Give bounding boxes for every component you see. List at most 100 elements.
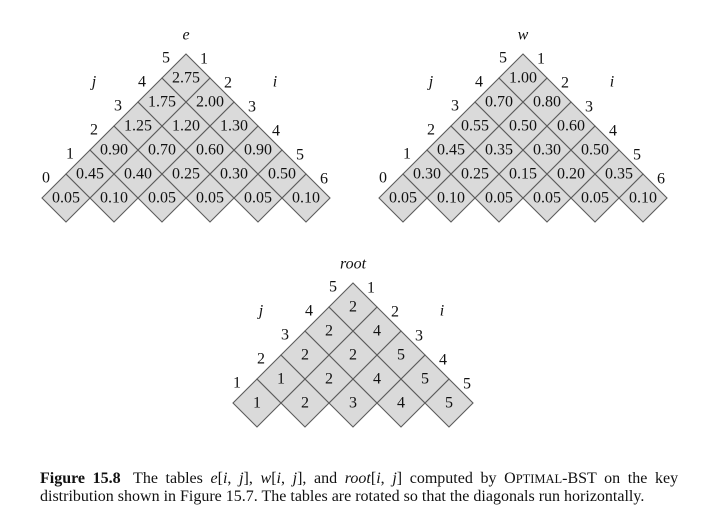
- cell-value: 0.15: [509, 166, 537, 183]
- j-axis-label: j: [427, 74, 434, 91]
- cell-value: 0.90: [244, 142, 272, 159]
- cell-value: 0.70: [148, 142, 176, 159]
- cell-value: 0.05: [485, 190, 513, 207]
- table-title: root: [340, 256, 367, 273]
- cell-value: 5: [397, 347, 405, 364]
- caption-text: [: [271, 470, 277, 487]
- cell-value: 0.10: [292, 190, 320, 207]
- j-index-label: 4: [138, 74, 146, 91]
- i-index-label: 2: [391, 304, 399, 321]
- i-index-label: 3: [415, 328, 423, 345]
- cell-value: 5: [445, 395, 453, 412]
- j-index-label: 0: [379, 170, 387, 187]
- cell-value: 0.25: [461, 166, 489, 183]
- cell-value: 0.20: [557, 166, 585, 183]
- cell-value: 0.30: [220, 166, 248, 183]
- table-cell: 2.75: [161, 53, 211, 103]
- cell-value: 0.05: [52, 190, 80, 207]
- cell-value: 0.10: [100, 190, 128, 207]
- j-index-label: 1: [66, 146, 74, 163]
- cell-value: 0.05: [196, 190, 224, 207]
- cell-value: 0.25: [172, 166, 200, 183]
- i-index-label: 6: [320, 171, 328, 188]
- i-axis-label: i: [440, 303, 444, 320]
- cell-value: 2.75: [172, 70, 200, 87]
- i-index-label: 2: [561, 75, 569, 92]
- j-index-label: 0: [42, 170, 50, 187]
- cell-value: 0.10: [629, 190, 657, 207]
- table-title: e: [182, 27, 189, 44]
- caption-text: PTIMAL: [515, 472, 563, 486]
- cell-value: 1.00: [509, 70, 537, 87]
- cell-value: 4: [373, 371, 381, 388]
- cell-value: 2: [349, 299, 357, 316]
- cell-diamond: [161, 53, 211, 103]
- table-cell: 2: [328, 282, 378, 332]
- cell-value: 0.30: [413, 166, 441, 183]
- cell-value: 1.30: [220, 118, 248, 135]
- i-index-label: 6: [657, 171, 665, 188]
- cell-value: 2: [325, 371, 333, 388]
- j-index-label: 1: [233, 375, 241, 392]
- caption-text: -BST on the key: [562, 470, 679, 487]
- table-title: w: [518, 27, 529, 44]
- cell-value: 2: [325, 323, 333, 340]
- caption-text: i: [276, 470, 281, 487]
- j-index-label: 3: [451, 98, 459, 115]
- j-index-label: 5: [329, 279, 337, 296]
- i-index-label: 4: [609, 123, 617, 140]
- cell-value: 1: [253, 395, 261, 412]
- cell-value: 0.35: [605, 166, 633, 183]
- caption-text: ], and: [297, 470, 345, 487]
- i-index-label: 2: [224, 75, 232, 92]
- cell-value: 0.50: [268, 166, 296, 183]
- cell-value: 3: [349, 395, 357, 412]
- cell-value: 0.55: [461, 118, 489, 135]
- caption-text: ],: [243, 470, 261, 487]
- cell-value: 0.40: [124, 166, 152, 183]
- table-cell: 1.00: [498, 53, 548, 103]
- cell-value: 0.60: [557, 118, 585, 135]
- j-index-label: 1: [403, 146, 411, 163]
- j-index-label: 3: [281, 327, 289, 344]
- caption-text: j: [239, 470, 244, 487]
- caption-text: i: [222, 470, 228, 487]
- cell-value: 1.75: [148, 94, 176, 111]
- cell-value: 0.50: [509, 118, 537, 135]
- j-index-label: 3: [114, 98, 122, 115]
- cell-value: 0.35: [485, 142, 513, 159]
- i-index-label: 1: [367, 280, 375, 297]
- j-index-label: 5: [499, 50, 507, 67]
- cell-value: 4: [373, 323, 381, 340]
- cell-value: 0.05: [389, 190, 417, 207]
- cell-value: 4: [397, 395, 405, 412]
- i-axis-label: i: [273, 74, 277, 91]
- caption-text: j: [292, 470, 298, 487]
- cell-value: 0.90: [100, 142, 128, 159]
- j-axis-label: j: [90, 74, 97, 91]
- caption-text: ,: [380, 470, 393, 487]
- cell-value: 0.70: [485, 94, 513, 111]
- i-index-label: 1: [200, 51, 208, 68]
- cell-value: 0.45: [76, 166, 104, 183]
- cell-diamond: [498, 53, 548, 103]
- cell-value: 0.80: [533, 94, 561, 111]
- i-index-label: 5: [633, 147, 641, 164]
- cell-value: 0.10: [437, 190, 465, 207]
- cell-value: 1.25: [124, 118, 152, 135]
- caption-line1: Figure 15.8 The tables e[i, j], w[i, j],…: [40, 470, 678, 488]
- cell-value: 2: [301, 347, 309, 364]
- caption-text: [: [217, 470, 223, 487]
- caption-text: distribution shown in Figure 15.7. The t…: [40, 488, 645, 505]
- caption-text: The tables: [125, 470, 211, 487]
- i-index-label: 5: [296, 147, 304, 164]
- i-index-label: 3: [585, 99, 593, 116]
- j-axis-label: j: [257, 303, 264, 320]
- caption-text: i: [376, 470, 381, 487]
- cell-value: 2: [301, 395, 309, 412]
- caption-text: root: [344, 470, 371, 487]
